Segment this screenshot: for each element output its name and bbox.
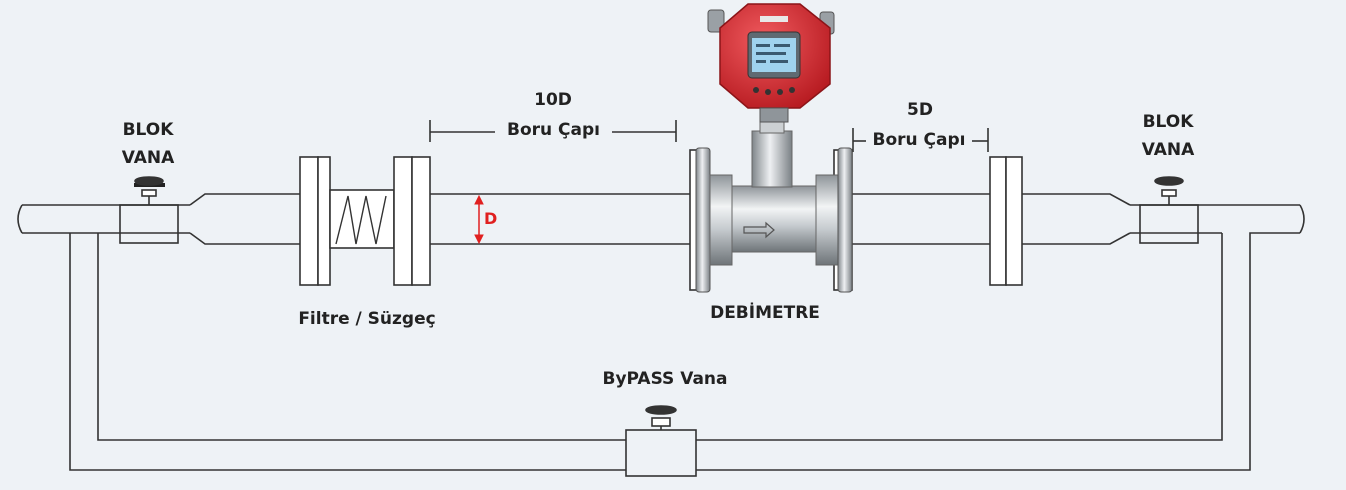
bypass-valve (625, 405, 697, 477)
downstream-flange (989, 156, 1023, 286)
flow-direction-arrow-icon (743, 221, 775, 239)
diameter-marker (474, 194, 484, 245)
bypass-valve-label: ByPASS Vana (602, 369, 728, 389)
right-valve-label-line2: VANA (1141, 140, 1195, 160)
transmitter-logo (760, 16, 788, 22)
right-valve-label-line1: BLOK (1142, 112, 1194, 132)
flowmeter-label: DEBİMETRE (710, 303, 820, 323)
left-block-valve (119, 176, 179, 244)
flowmeter-body (695, 120, 853, 293)
right-block-valve-label: BLOK VANA (1128, 108, 1208, 164)
downstream-length-label: 5D (907, 100, 933, 120)
left-valve-label-line2: VANA (121, 148, 175, 168)
diameter-label: D (484, 209, 498, 228)
filter-assembly (299, 156, 431, 286)
upstream-length-label: 10D (534, 90, 572, 110)
dimension-10d (429, 120, 677, 142)
upstream-caption-label: Boru Çapı (507, 120, 600, 140)
right-block-valve (1139, 176, 1199, 244)
left-block-valve-label: BLOK VANA (108, 116, 188, 172)
dimension-5d (852, 128, 989, 152)
filter-label: Filtre / Süzgeç (298, 309, 436, 329)
transmitter-head (707, 3, 835, 123)
downstream-caption-label: Boru Çapı (872, 130, 966, 150)
main-pipe (17, 193, 1305, 245)
left-valve-label-line1: BLOK (122, 120, 174, 140)
